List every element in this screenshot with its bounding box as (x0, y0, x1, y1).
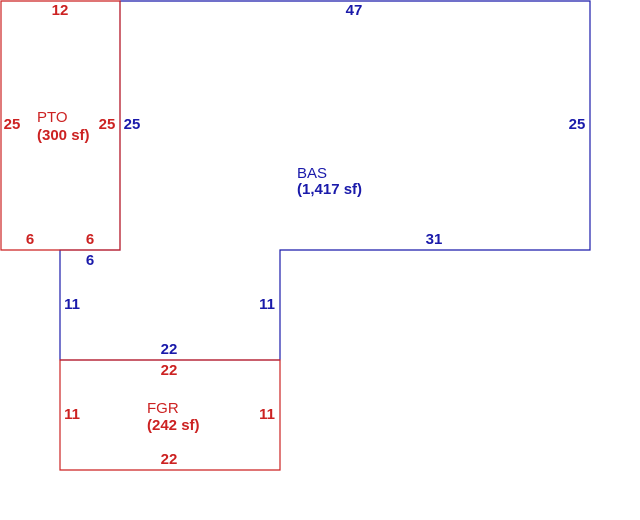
fgr-area-size: (242 sf) (147, 417, 200, 434)
bas-area-name: BAS (297, 165, 327, 182)
bas-dim-right: 25 (569, 116, 586, 133)
bas-area-size: (1,417 sf) (297, 181, 362, 198)
pto-area-name: PTO (37, 109, 68, 126)
pto-dim-bottom-left: 6 (26, 231, 34, 248)
pto-dim-bottom-right: 6 (86, 231, 94, 248)
pto-dim-left: 25 (4, 116, 21, 133)
bas-dim-left-upper: 25 (124, 116, 141, 133)
pto-outline (0, 0, 121, 251)
bas-dim-top: 47 (346, 2, 363, 19)
bas-dim-lower-left: 11 (64, 296, 80, 313)
bas-dim-step-left: 6 (86, 252, 94, 269)
bas-dim-bottom: 22 (161, 341, 178, 358)
fgr-dim-top: 22 (161, 362, 178, 379)
pto-dim-top: 12 (52, 2, 69, 19)
fgr-dim-right: 11 (259, 406, 275, 423)
bas-dim-step-bottom: 31 (426, 231, 443, 248)
fgr-dim-bottom: 22 (161, 451, 178, 468)
bas-dim-lower-right: 11 (259, 296, 275, 313)
fgr-dim-left: 11 (64, 406, 80, 423)
pto-dim-right: 25 (99, 116, 116, 133)
fgr-outline (59, 359, 281, 471)
pto-area-size: (300 sf) (37, 127, 90, 144)
fgr-area-name: FGR (147, 400, 179, 417)
